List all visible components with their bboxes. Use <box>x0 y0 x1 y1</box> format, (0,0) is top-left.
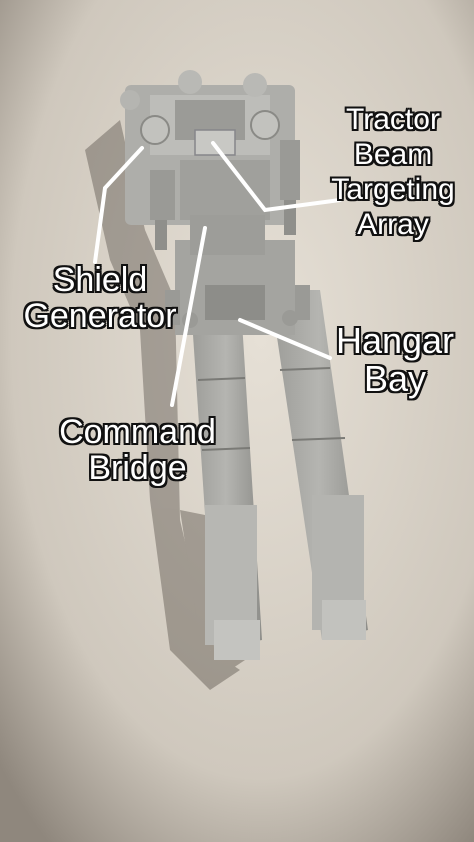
tractor-label-line-4: Array <box>357 208 429 241</box>
shield-label-line-2: Generator <box>23 297 177 335</box>
shield-generator-label: Shield Generator <box>10 262 190 334</box>
hangar-label-line-1: Hangar <box>335 320 455 361</box>
tractor-label-line-1: Tractor <box>346 103 440 136</box>
hangar-bay-label: Hangar Bay <box>330 322 460 398</box>
command-bridge-label: Command Bridge <box>40 414 235 486</box>
tractor-label-line-2: Beam <box>353 138 433 171</box>
right-arm <box>270 290 368 640</box>
tractor-beam-label: Tractor Beam Targeting Array <box>318 102 468 242</box>
hangar-label-line-2: Bay <box>363 358 427 399</box>
command-label-line-1: Command <box>59 413 216 451</box>
left-arm <box>190 290 262 660</box>
neck-block <box>190 215 265 255</box>
shield-label-line-1: Shield <box>52 261 148 299</box>
command-label-line-2: Bridge <box>88 449 187 487</box>
tractor-label-line-3: Targeting <box>331 173 455 206</box>
